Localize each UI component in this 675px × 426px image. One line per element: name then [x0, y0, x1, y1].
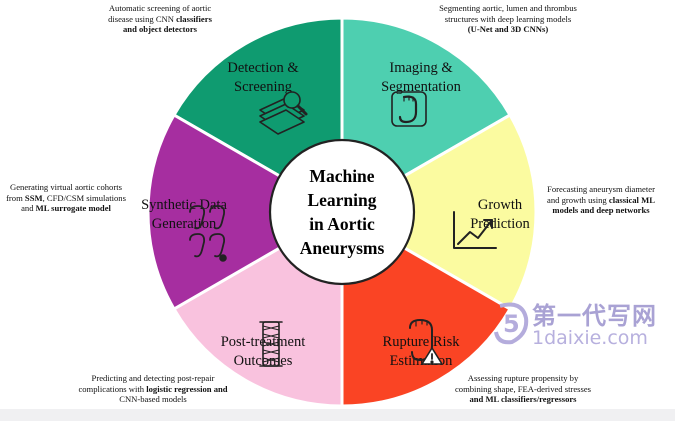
- center-hub: [268, 138, 416, 286]
- svg-text:5: 5: [503, 310, 520, 338]
- microscope-slides-icon: [259, 91, 308, 135]
- watermark: 5 第一代写网 1daixie.com: [492, 296, 672, 356]
- description-line: and object detectors: [123, 24, 197, 35]
- description-line: (U-Net and 3D CNNs): [467, 24, 549, 35]
- watermark-chinese-text: 第一代写网: [532, 302, 657, 330]
- sector-growth: [338, 112, 538, 312]
- sector-synthetic: [146, 112, 346, 312]
- stent-graft-icon: [259, 321, 283, 367]
- watermark-logo-icon: 5: [494, 302, 529, 345]
- description-line: complications with logistic regression a…: [78, 383, 228, 394]
- description-line: disease using CNN classifiers: [108, 13, 212, 24]
- description-line: and ML surrogate model: [21, 203, 111, 214]
- description-line: structures with deep learning models: [444, 13, 572, 24]
- description-line: Automatic screening of aortic: [108, 3, 212, 13]
- ruptured-aorta-warning-icon: [409, 319, 443, 365]
- description-line: models and deep networks: [552, 205, 650, 216]
- center-title-line: Learning: [307, 190, 376, 210]
- description-line: Generating virtual aortic cohorts: [10, 182, 122, 192]
- description-line: from SSM, CFD/CSM simulations: [6, 192, 126, 203]
- description-line: Segmenting aortic, lumen and thrombus: [439, 3, 577, 13]
- center-title-line: Aneurysms: [300, 238, 385, 258]
- description-line: Assessing rupture propensity by: [467, 373, 579, 383]
- aorta-scan-icon: [391, 91, 427, 127]
- center-title-line: in Aortic: [309, 214, 375, 234]
- center-title-line: Machine: [309, 166, 374, 186]
- segment-title-detection: Detection &Screening: [227, 60, 299, 95]
- description-line: combining shape, FEA-derived stresses: [454, 383, 592, 394]
- segment-title-imaging: Imaging &Segmentation: [381, 60, 461, 95]
- growth-chart-icon: [453, 211, 497, 249]
- description-line: Forecasting aneurysm diameter: [547, 184, 655, 194]
- description-line: and growth using classical ML: [547, 194, 655, 205]
- description-line: Predicting and detecting post-repair: [91, 373, 215, 383]
- virtual-aortas-icon: [189, 205, 227, 262]
- description-line: and ML classifiers/regressors: [469, 394, 577, 405]
- watermark-latin-text: 1daixie.com: [532, 327, 648, 349]
- description-line: CNN-based models: [119, 394, 187, 405]
- footer-bar: [0, 409, 675, 421]
